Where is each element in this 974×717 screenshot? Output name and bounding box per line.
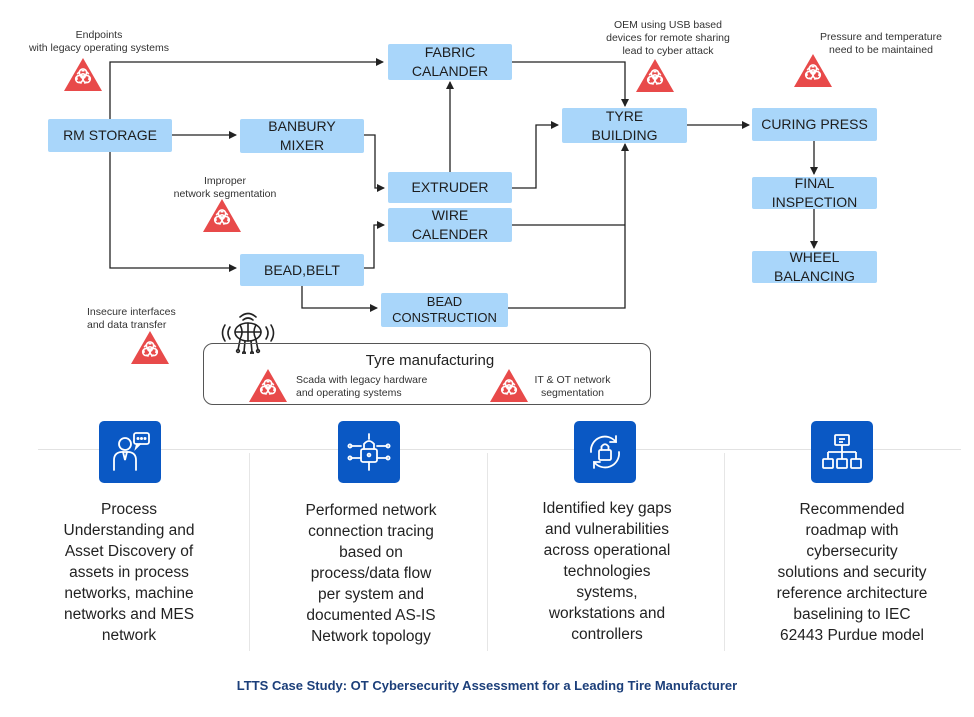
consultant-chat-icon <box>99 421 161 483</box>
note-endpoints: Endpoints with legacy operating systems <box>28 29 170 54</box>
biohazard-icon <box>130 330 170 365</box>
node-curing-press: CURING PRESS <box>752 108 877 141</box>
section-divider <box>38 449 961 450</box>
biohazard-icon <box>202 198 242 233</box>
biohazard-icon <box>489 368 529 403</box>
node-extruder: EXTRUDER <box>388 172 512 203</box>
column-divider <box>249 453 250 651</box>
node-tyre-building: TYRE BUILDING <box>562 108 687 143</box>
column-divider <box>724 453 725 651</box>
node-rm-storage: RM STORAGE <box>48 119 172 152</box>
footer-caption: LTTS Case Study: OT Cybersecurity Assess… <box>236 678 738 693</box>
biohazard-icon <box>793 53 833 88</box>
biohazard-icon <box>63 57 103 92</box>
note-scada: Scada with legacy hardware and operating… <box>296 374 428 399</box>
note-it-ot: IT & OT network segmentation <box>534 374 611 399</box>
step-text-process-understanding: Process Understanding and Asset Discover… <box>63 501 195 644</box>
note-improper-segmentation: Improper network segmentation <box>173 175 277 200</box>
note-pressure-temperature: Pressure and temperature need to be main… <box>820 31 942 56</box>
biohazard-icon <box>635 58 675 93</box>
node-fabric-calander: FABRIC CALANDER <box>388 44 512 80</box>
node-bead-construction: BEAD CONSTRUCTION <box>381 293 508 327</box>
tyre-box-title: Tyre manufacturing <box>365 352 495 369</box>
step-text-network-tracing: Performed network connection tracing bas… <box>305 502 437 645</box>
tyre-manufacturing-box <box>203 343 651 405</box>
node-wire-calender: WIRE CALENDER <box>388 207 512 242</box>
biohazard-icon <box>248 368 288 403</box>
note-oem-usb: OEM using USB based devices for remote s… <box>606 19 730 57</box>
node-wheel-balancing: WHEEL BALANCING <box>752 249 877 284</box>
node-banbury-mixer: BANBURY MIXER <box>240 118 364 153</box>
network-lock-icon <box>338 421 400 483</box>
iot-network-icon <box>221 312 275 354</box>
step-text-roadmap: Recommended roadmap with cybersecurity s… <box>776 501 928 644</box>
node-bead-belt: BEAD,BELT <box>240 254 364 286</box>
step-text-gaps-vulnerabilities: Identified key gaps and vulnerabilities … <box>542 500 672 643</box>
node-final-inspection: FINAL INSPECTION <box>752 175 877 210</box>
column-divider <box>487 453 488 651</box>
hierarchy-icon <box>811 421 873 483</box>
note-insecure-interfaces: Insecure interfaces and data transfer <box>87 306 176 331</box>
cycle-lock-icon <box>574 421 636 483</box>
